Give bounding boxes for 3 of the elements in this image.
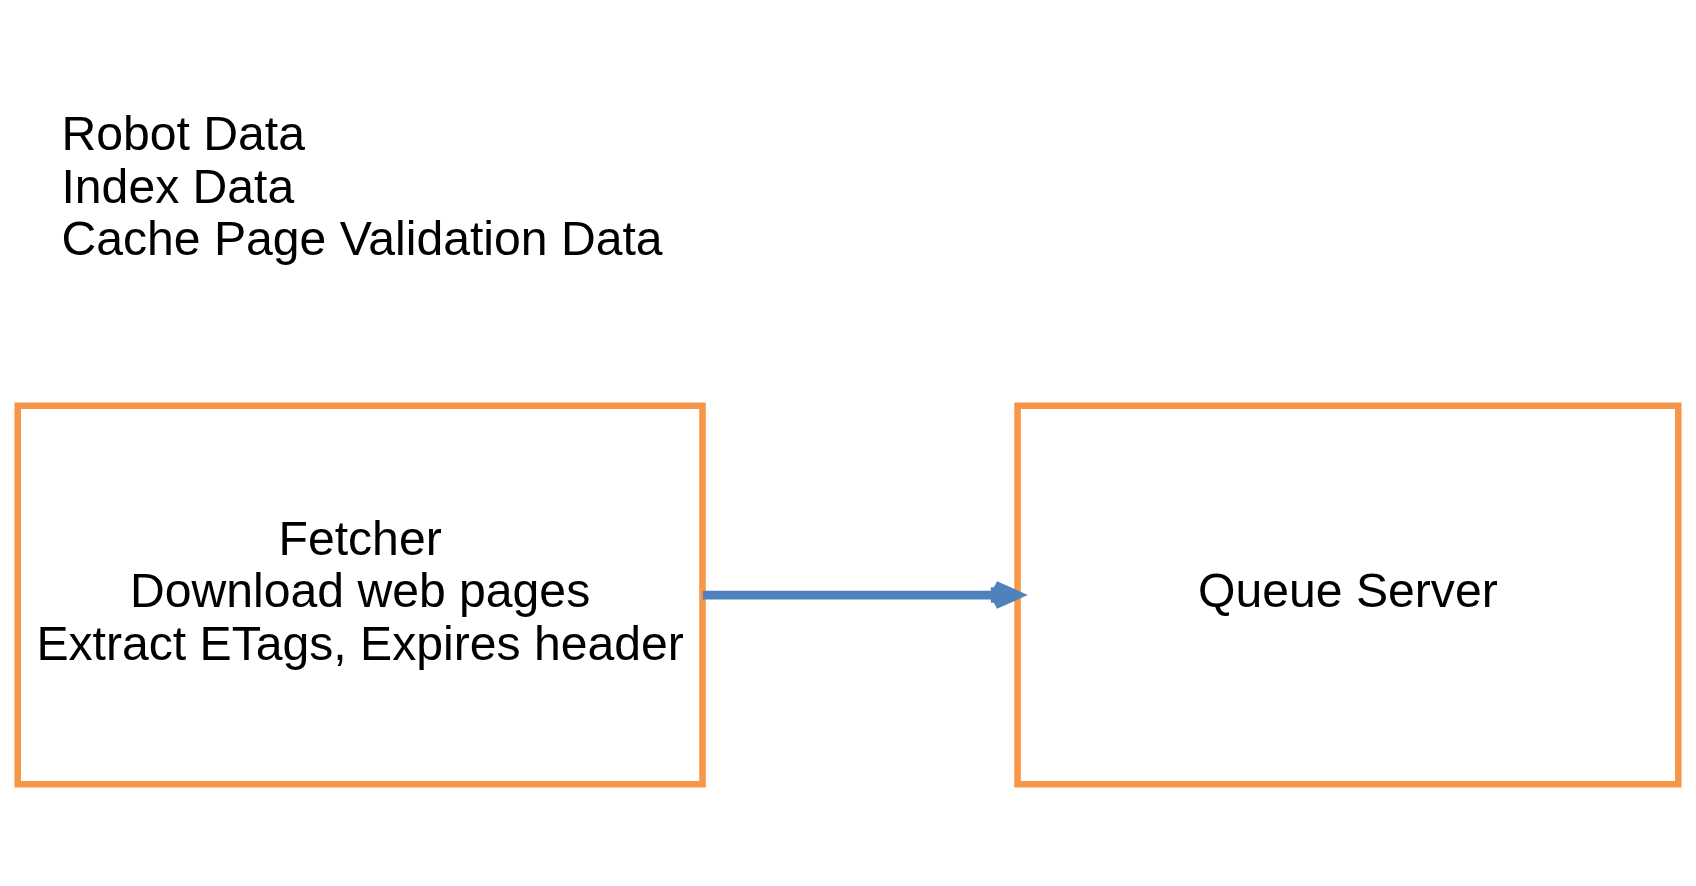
label: Cache Page Validation Data	[61, 210, 663, 265]
label: Robot Data	[61, 105, 305, 160]
label: Index Data	[61, 158, 295, 213]
